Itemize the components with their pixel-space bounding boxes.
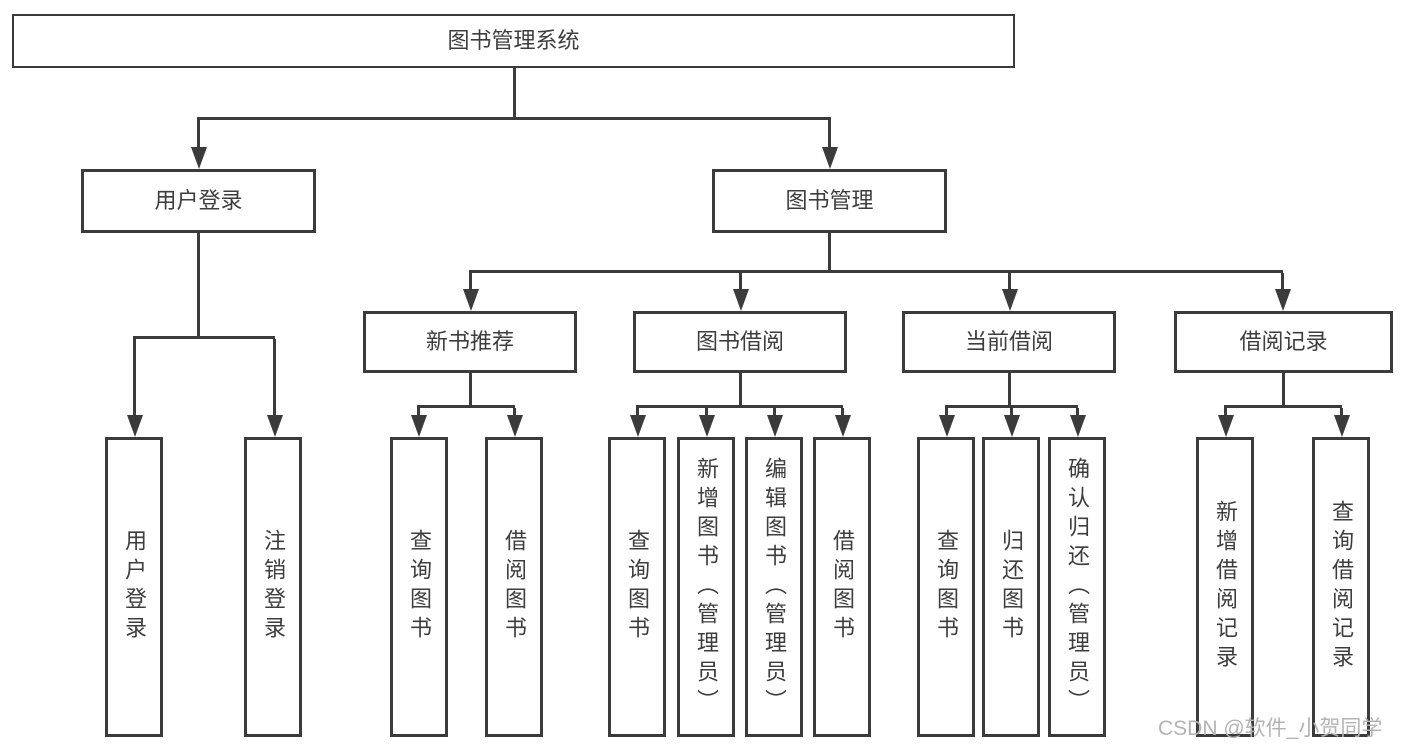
arrow-to-return-book: [1010, 408, 1013, 415]
leaf-query-borrow-record: 查询借阅记录: [1312, 437, 1370, 737]
node-label: 用户登录: [154, 188, 243, 213]
leaf-label: 用户登录: [122, 529, 147, 645]
node-label: 图书管理: [785, 188, 874, 213]
arrow-to-current-borrow: [1008, 273, 1011, 289]
arrow-to-borrow-book-2: [841, 408, 844, 415]
leaf-edit-book-admin: 编辑图书（管理员）: [745, 437, 803, 737]
leaf-label: 查询图书: [625, 529, 650, 645]
arrow-to-add-borrow-record: [1224, 408, 1227, 415]
connector-book-borrow-bar: [636, 405, 843, 408]
node-book-management: 图书管理: [712, 169, 947, 233]
arrow-to-new-book-recommend: [469, 273, 472, 289]
node-library-management-system: 图书管理系统: [12, 14, 1015, 68]
node-label: 当前借阅: [964, 329, 1053, 354]
arrow-to-query-book-1: [417, 408, 420, 415]
node-label: 图书管理系统: [447, 28, 580, 53]
arrow-to-book-borrow: [739, 273, 742, 289]
leaf-logout: 注销登录: [244, 437, 302, 737]
arrow-to-query-borrow-record: [1340, 408, 1343, 415]
connector-book-management-bar: [469, 270, 1283, 273]
connector-new-book-recommend-bar: [417, 405, 515, 408]
leaf-add-borrow-record: 新增借阅记录: [1196, 437, 1254, 737]
connector-book-management-stem: [828, 233, 831, 270]
connector-borrow-records-bar: [1224, 405, 1342, 408]
arrow-to-user-login-leaf: [133, 339, 136, 415]
leaf-label: 查询借阅记录: [1329, 500, 1354, 674]
connector-current-borrow-stem: [1008, 373, 1011, 405]
leaf-return-book: 归还图书: [982, 437, 1040, 737]
leaf-query-book-1: 查询图书: [390, 437, 448, 737]
leaf-label: 注销登录: [261, 529, 286, 645]
connector-user-login-bar: [133, 336, 275, 339]
leaf-label: 新增借阅记录: [1213, 500, 1238, 674]
arrow-to-logout-leaf: [273, 339, 276, 415]
connector-root-bar: [197, 117, 831, 120]
leaf-label: 编辑图书（管理员）: [762, 456, 787, 718]
leaf-label: 新增图书（管理员）: [694, 456, 719, 718]
arrow-to-user-login: [197, 120, 200, 147]
node-user-login: 用户登录: [81, 169, 316, 233]
connector-book-borrow-stem: [739, 373, 742, 405]
arrow-to-query-book-2: [636, 408, 639, 415]
node-current-borrow: 当前借阅: [902, 311, 1116, 373]
leaf-query-book-2: 查询图书: [608, 437, 666, 737]
leaf-label: 借阅图书: [830, 529, 855, 645]
node-new-book-recommend: 新书推荐: [363, 311, 577, 373]
leaf-borrow-book-1: 借阅图书: [485, 437, 543, 737]
connector-user-login-stem: [197, 233, 200, 336]
leaf-confirm-return-admin: 确认归还（管理员）: [1048, 437, 1106, 737]
connector-new-book-recommend-stem: [469, 373, 472, 405]
leaf-query-book-3: 查询图书: [917, 437, 975, 737]
arrow-to-borrow-records: [1281, 273, 1284, 289]
node-borrow-records: 借阅记录: [1174, 311, 1393, 373]
arrow-to-edit-book: [773, 408, 776, 415]
arrow-to-confirm-return: [1076, 408, 1079, 415]
node-book-borrow: 图书借阅: [633, 311, 847, 373]
connector-root-stem: [513, 68, 516, 117]
node-label: 借阅记录: [1239, 329, 1328, 354]
leaf-user-login: 用户登录: [105, 437, 163, 737]
node-label: 新书推荐: [425, 329, 514, 354]
csdn-watermark: CSDN @软件_小贺同学: [1158, 717, 1383, 740]
arrow-to-book-management: [828, 120, 831, 147]
connector-current-borrow-bar: [945, 405, 1078, 408]
leaf-add-book-admin: 新增图书（管理员）: [677, 437, 735, 737]
arrow-to-borrow-book-1: [513, 408, 516, 415]
leaf-label: 借阅图书: [502, 529, 527, 645]
connector-borrow-records-stem: [1282, 373, 1285, 405]
node-label: 图书借阅: [695, 329, 784, 354]
leaf-label: 查询图书: [934, 529, 959, 645]
arrow-to-query-book-3: [945, 408, 948, 415]
leaf-label: 确认归还（管理员）: [1065, 456, 1090, 718]
arrow-to-add-book: [705, 408, 708, 415]
leaf-borrow-book-2: 借阅图书: [813, 437, 871, 737]
leaf-label: 查询图书: [407, 529, 432, 645]
leaf-label: 归还图书: [999, 529, 1024, 645]
